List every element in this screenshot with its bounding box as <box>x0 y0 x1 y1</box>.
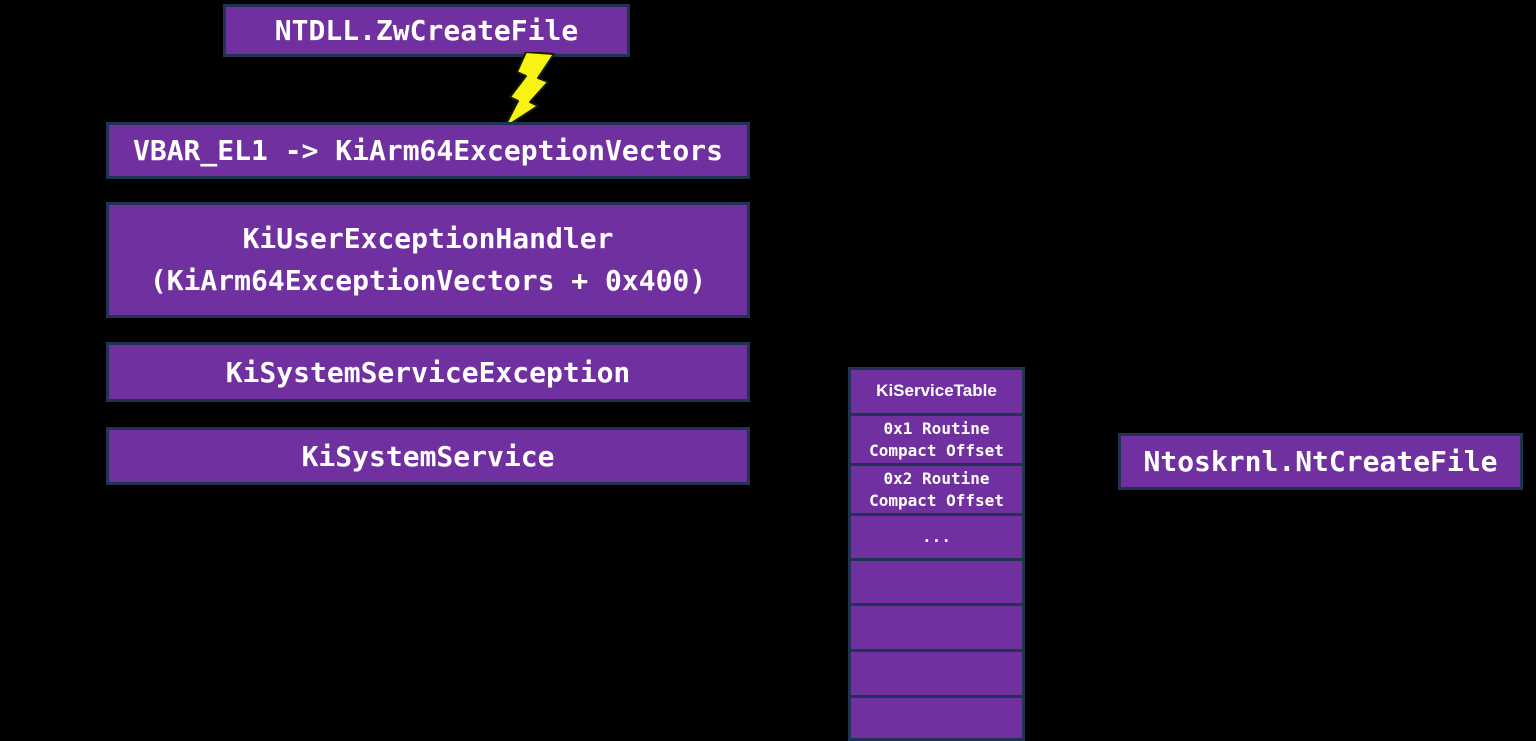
service-table-header-label: KiServiceTable <box>876 381 997 401</box>
box-user-exception-handler: KiUserExceptionHandler (KiArm64Exception… <box>106 202 750 318</box>
lightning-bolt-icon <box>503 52 555 129</box>
box-vbar-label: VBAR_EL1 -> KiArm64ExceptionVectors <box>132 134 723 167</box>
box-ntdll-label: NTDLL.ZwCreateFile <box>274 14 579 47</box>
box-ntdll-zwcreatefile: NTDLL.ZwCreateFile <box>223 4 630 57</box>
service-table-row-empty <box>851 649 1022 695</box>
service-table-cell-ellipsis: ... <box>922 527 951 547</box>
service-table-row-empty <box>851 695 1022 738</box>
box-ntoskrnl-label: Ntoskrnl.NtCreateFile <box>1143 445 1498 478</box>
box-handler-label-line1: KiUserExceptionHandler <box>242 222 614 255</box>
service-table-header: KiServiceTable <box>851 370 1022 413</box>
service-table-cell-line1: 0x1 Routine <box>883 418 990 438</box>
box-system-service-exception: KiSystemServiceException <box>106 342 750 402</box>
service-table-cell-line1: 0x2 Routine <box>883 468 990 488</box>
ki-service-table: KiServiceTable 0x1 Routine Compact Offse… <box>848 367 1025 741</box>
lightning-bolt-shape <box>503 52 555 129</box>
service-table-row-empty <box>851 558 1022 603</box>
service-table-row: 0x2 Routine Compact Offset <box>851 463 1022 513</box>
service-table-cell-line2: Compact Offset <box>869 440 1004 460</box>
box-ssvc-label: KiSystemService <box>301 439 555 473</box>
box-vbar-exception-vectors: VBAR_EL1 -> KiArm64ExceptionVectors <box>106 122 750 179</box>
service-table-row: ... <box>851 513 1022 558</box>
box-ntoskrnl-ntcreatefile: Ntoskrnl.NtCreateFile <box>1118 433 1523 490</box>
box-handler-label-line2: (KiArm64ExceptionVectors + 0x400) <box>149 264 707 297</box>
service-table-row: 0x1 Routine Compact Offset <box>851 413 1022 463</box>
service-table-row-empty <box>851 603 1022 649</box>
box-system-service: KiSystemService <box>106 427 750 485</box>
service-table-cell-line2: Compact Offset <box>869 490 1004 510</box>
box-ssexc-label: KiSystemServiceException <box>225 355 631 389</box>
